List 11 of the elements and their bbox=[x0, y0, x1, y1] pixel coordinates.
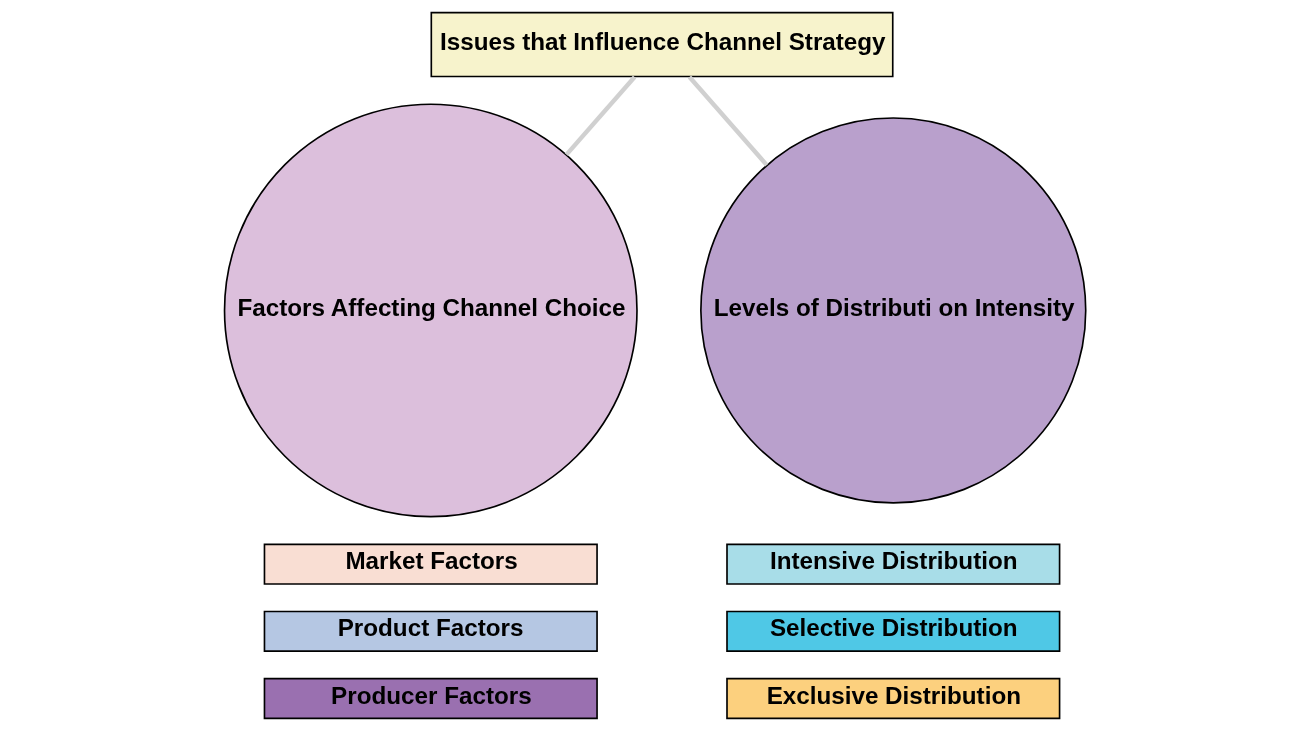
node-box: Producer Factors bbox=[263, 677, 598, 720]
node-box: Selective Distribution bbox=[726, 610, 1061, 652]
node-circle: Factors Affecting Channel Choice bbox=[223, 103, 638, 518]
node-box: Issues that Influence Channel Strategy bbox=[430, 11, 894, 78]
node-box: Product Factors bbox=[263, 610, 598, 652]
connector bbox=[687, 75, 769, 167]
connector bbox=[564, 75, 637, 157]
node-box: Market Factors bbox=[263, 543, 598, 585]
node-box: Intensive Distribution bbox=[726, 543, 1061, 585]
node-box: Exclusive Distribution bbox=[726, 677, 1061, 720]
node-circle: Levels of Distributi on Intensity bbox=[700, 117, 1087, 504]
